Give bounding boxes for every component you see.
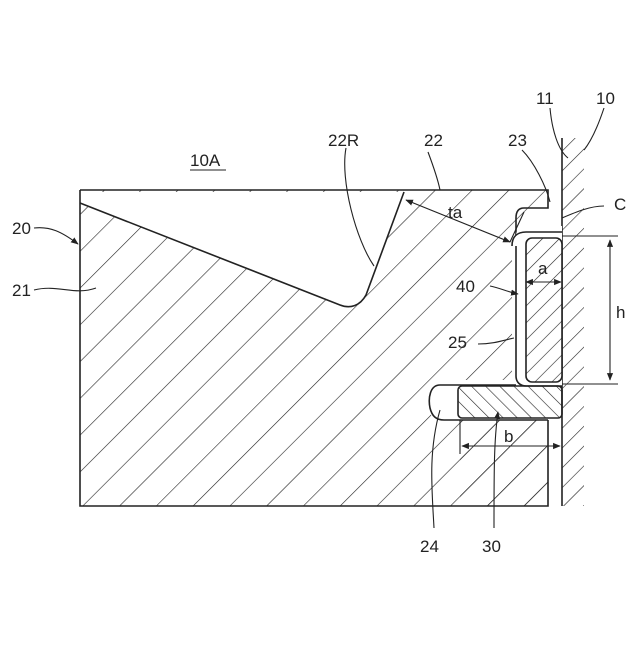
label-24: 24 (420, 537, 439, 556)
label-20: 20 (12, 219, 31, 238)
seal-body (80, 190, 551, 506)
figure-title: 10A (190, 151, 221, 170)
label-C: C (614, 195, 626, 214)
label-a: a (538, 259, 548, 278)
label-h: h (616, 303, 625, 322)
label-ta: ta (448, 203, 463, 222)
ring-30 (458, 386, 562, 418)
label-25: 25 (448, 333, 467, 352)
label-10: 10 (596, 89, 615, 108)
label-22: 22 (424, 131, 443, 150)
label-22R: 22R (328, 131, 359, 150)
label-b: b (504, 427, 513, 446)
label-23: 23 (508, 131, 527, 150)
label-21: 21 (12, 281, 31, 300)
label-30: 30 (482, 537, 501, 556)
housing-wall (562, 138, 584, 506)
label-40: 40 (456, 277, 475, 296)
label-11: 11 (536, 89, 554, 108)
